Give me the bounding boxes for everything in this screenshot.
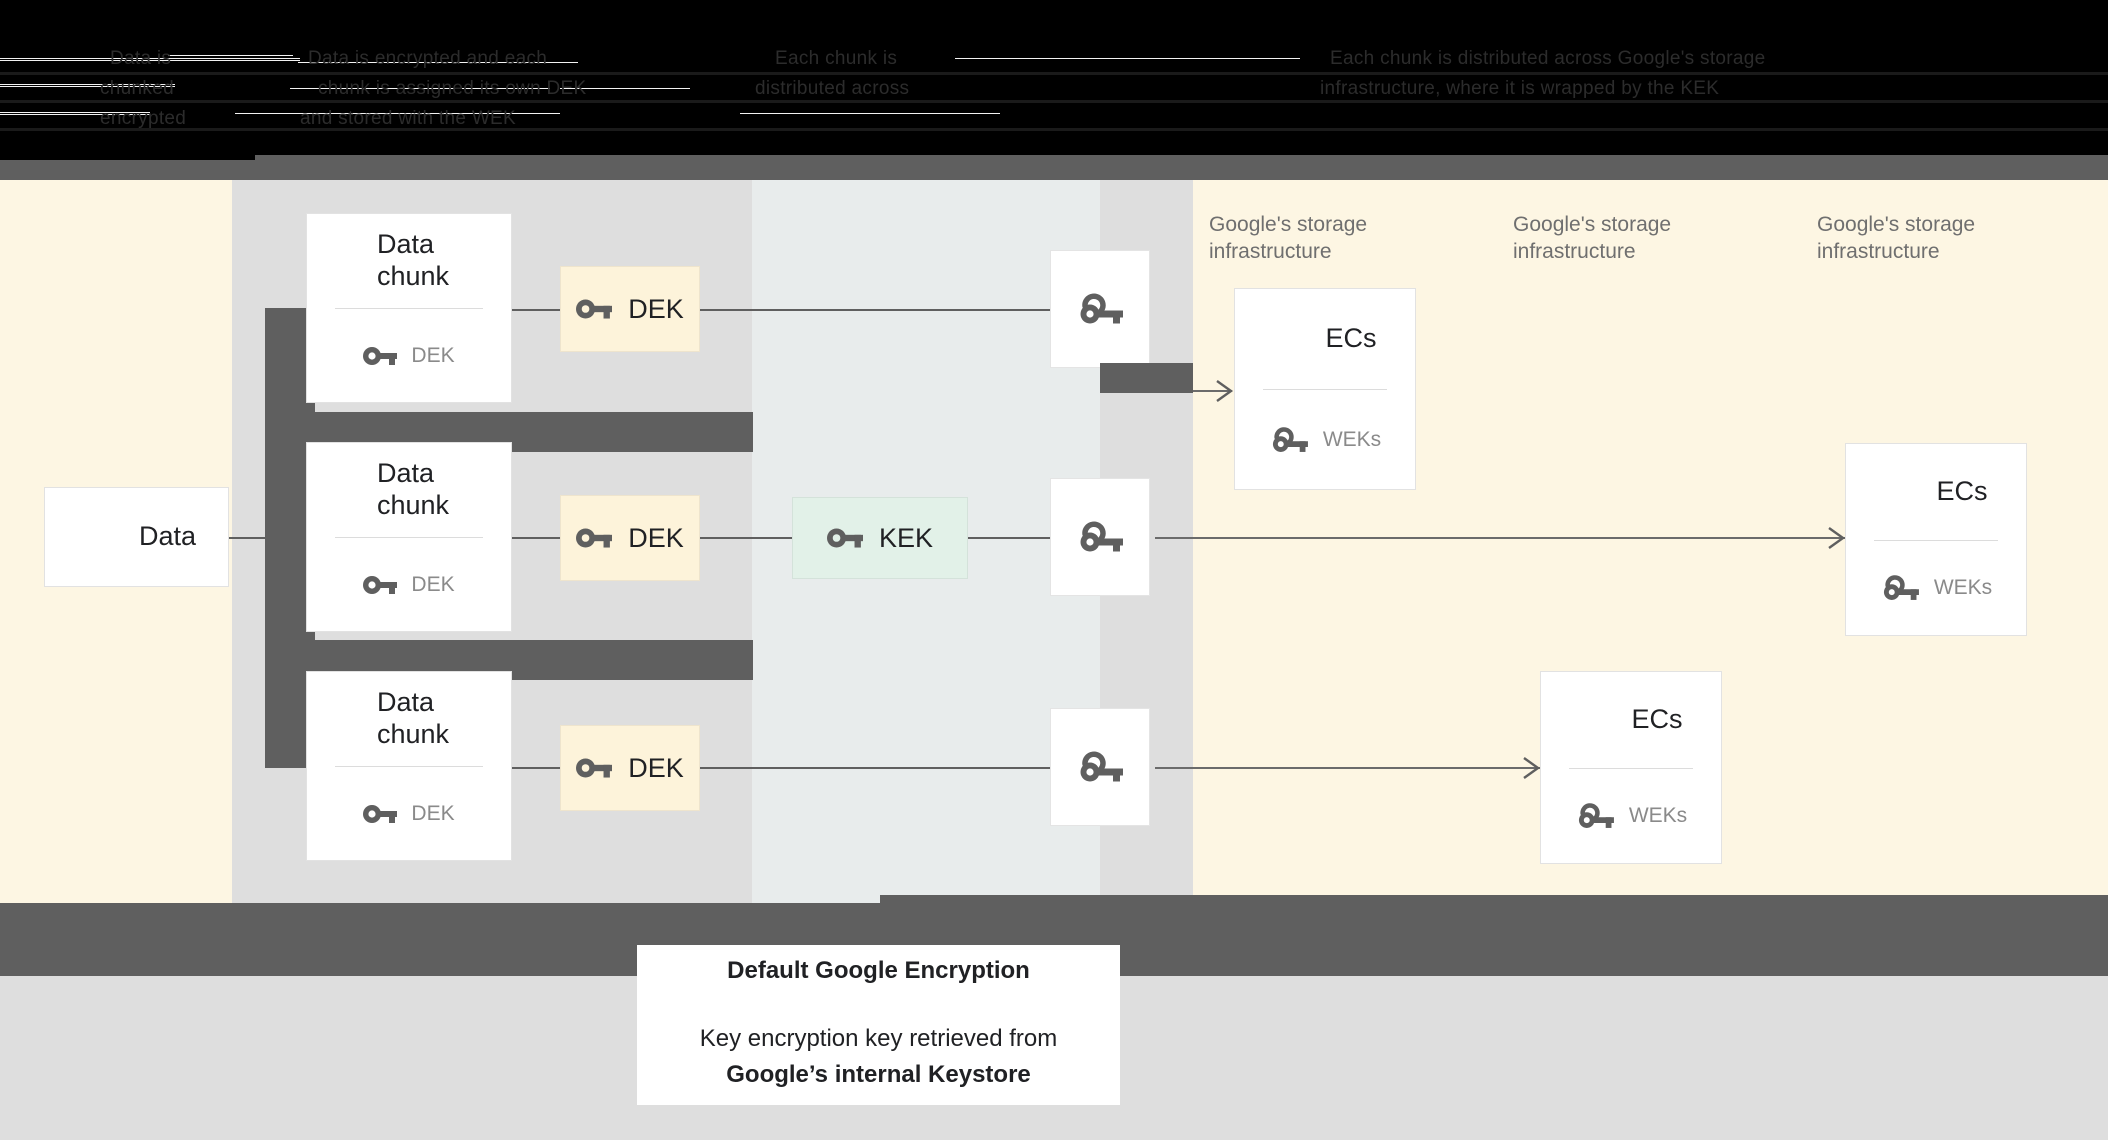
obscured-text-8: infrastructure, where it is wrapped by t… — [1320, 78, 1720, 99]
obscured-text-1: Data is — [110, 48, 172, 69]
chunk-card-title-1: Data chunk — [377, 229, 450, 291]
ec-card-2[interactable]: ECs WEKs — [1845, 443, 2027, 636]
chunk-card-title-3: Data chunk — [377, 687, 450, 749]
obscured-text-4: Each chunk is distributed across Google'… — [1330, 48, 1766, 69]
kek-box[interactable]: KEK — [792, 497, 968, 579]
connector-keytile2-ec2 — [1155, 537, 1845, 539]
key-icon — [826, 528, 863, 548]
connector-kek-keytile2 — [968, 537, 1050, 539]
wrapped-key-tile-2[interactable] — [1050, 478, 1150, 596]
caption-line-1: Key encryption key retrieved from — [699, 1025, 1058, 1052]
obscured-header-band: Data is Data is encrypted and each Each … — [0, 0, 2108, 165]
arrowhead-ec2 — [1828, 527, 1846, 549]
obscured-text-9: encrypted — [100, 108, 187, 129]
ec-card-key-label-1: WEKs — [1322, 427, 1382, 451]
key-icon — [363, 575, 398, 594]
ec-card-key-label-3: WEKs — [1628, 803, 1688, 827]
ec-card-title-2: ECs — [1936, 475, 1988, 506]
chunk-card-key-1: DEK — [307, 309, 511, 402]
bottom-border-strip-accent — [880, 895, 2108, 905]
card-divider — [1263, 389, 1387, 390]
wrapped-key-icon — [1080, 521, 1123, 552]
key-icon — [576, 299, 613, 319]
key-icon — [363, 804, 398, 823]
data-box-label: Data — [138, 521, 197, 552]
obscured-text-6: chunk is assigned its own DEK — [318, 78, 587, 99]
data-box[interactable]: Data — [44, 487, 229, 587]
dek-box-label-3: DEK — [628, 752, 684, 783]
caption-box: Default Google Encryption Key encryption… — [637, 945, 1120, 1105]
ec-card-header-2: ECs — [1846, 444, 2026, 540]
storage-label-3: Google's storage infrastructure — [1817, 213, 1976, 263]
chunk-card-header-2: Data chunk — [307, 443, 511, 537]
ec-card-1[interactable]: ECs WEKs — [1234, 288, 1416, 490]
connector-chunk3-dek3 — [512, 767, 560, 769]
wrapped-key-icon — [1080, 751, 1123, 782]
card-divider — [335, 537, 483, 538]
wrapped-key-icon — [1578, 803, 1614, 828]
arrowhead-ec3 — [1523, 757, 1541, 779]
chunk-card-header-1: Data chunk — [307, 214, 511, 308]
wrapped-key-icon — [1883, 575, 1919, 600]
wrapped-key-icon — [1272, 426, 1308, 452]
connector-chunk1-dek1 — [512, 309, 560, 311]
arrowhead-ec1 — [1216, 380, 1234, 402]
ec-card-3[interactable]: ECs WEKs — [1540, 671, 1722, 864]
top-border-strip-accent — [255, 155, 2108, 163]
caption-title: Default Google Encryption — [727, 957, 1030, 984]
chunk-card-key-2: DEK — [307, 538, 511, 631]
chunk-card-key-label-2: DEK — [411, 572, 455, 596]
ec-card-key-1: WEKs — [1235, 390, 1415, 489]
card-divider — [335, 308, 483, 309]
ec-card-header-3: ECs — [1541, 672, 1721, 768]
storage-label-1: Google's storage infrastructure — [1209, 213, 1368, 263]
overlay-bar-row1 — [1100, 363, 1193, 393]
caption-line-2: Google’s internal Keystore — [726, 1061, 1031, 1088]
storage-label-2: Google's storage infrastructure — [1513, 213, 1672, 263]
top-border-strip — [0, 160, 2108, 180]
connector-dek3-keytile3 — [700, 767, 1050, 769]
dek-box-2[interactable]: DEK — [560, 495, 700, 581]
wrapped-key-icon — [1080, 293, 1123, 324]
connector-dek1-keytile1 — [700, 309, 1050, 311]
key-icon — [576, 528, 613, 548]
chunk-card-title-2: Data chunk — [377, 458, 450, 520]
data-chunk-card-1[interactable]: Data chunk DEK — [306, 213, 512, 403]
chunk-card-key-label-1: DEK — [411, 343, 455, 367]
card-divider — [1874, 539, 1998, 541]
kek-box-label: KEK — [878, 522, 934, 553]
obscured-text-7: distributed across — [755, 78, 910, 99]
ec-card-title-3: ECs — [1631, 703, 1683, 734]
obscured-text-2: Data is encrypted and each — [308, 48, 548, 69]
ec-card-header-1: ECs — [1235, 289, 1415, 389]
connector-dek2-kek — [700, 537, 792, 539]
connector-keytile3-ec3 — [1155, 767, 1540, 769]
ec-card-key-3: WEKs — [1541, 769, 1721, 864]
wrapped-key-tile-3[interactable] — [1050, 708, 1150, 826]
chunk-card-key-3: DEK — [307, 767, 511, 860]
ec-card-title-1: ECs — [1325, 323, 1377, 354]
connector-data-to-bracket — [228, 537, 270, 539]
chunk-card-key-label-3: DEK — [411, 801, 455, 825]
dek-box-1[interactable]: DEK — [560, 266, 700, 352]
wrapped-key-tile-1[interactable] — [1050, 250, 1150, 368]
ec-card-key-label-2: WEKs — [1933, 575, 1993, 599]
connector-chunk2-dek2 — [512, 537, 560, 539]
card-divider — [335, 766, 483, 767]
dek-box-label-2: DEK — [628, 522, 684, 553]
obscured-text-5: chunked — [100, 78, 174, 99]
data-chunk-card-3[interactable]: Data chunk DEK — [306, 671, 512, 861]
key-icon — [363, 346, 398, 365]
obscured-text-3: Each chunk is — [775, 48, 898, 69]
dek-box-label-1: DEK — [628, 293, 684, 324]
ec-card-key-2: WEKs — [1846, 541, 2026, 636]
chunk-card-header-3: Data chunk — [307, 672, 511, 766]
obscured-text-10: and stored with the WEK — [300, 108, 517, 129]
dek-box-3[interactable]: DEK — [560, 725, 700, 811]
data-chunk-card-2[interactable]: Data chunk DEK — [306, 442, 512, 632]
card-divider — [1569, 767, 1693, 769]
key-icon — [576, 758, 613, 778]
